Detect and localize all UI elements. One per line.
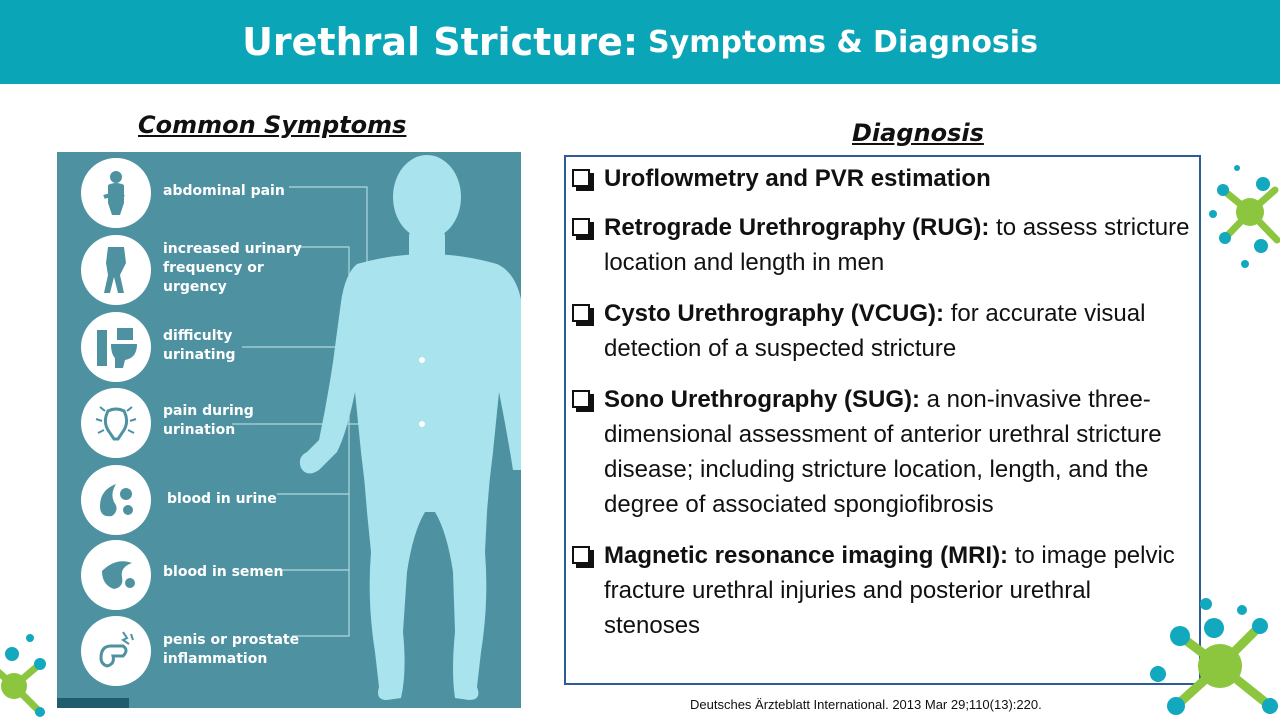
diagnosis-item-rug: Retrograde Urethrography (RUG): to asses… xyxy=(572,210,1191,280)
symptom-label: pain during urination xyxy=(163,403,254,438)
symptom-label: penis or prostate inflammation xyxy=(163,632,300,667)
symptom-item: abdominal pain xyxy=(81,158,501,228)
symptoms-infographic: abdominal pain increased urinary frequen… xyxy=(57,152,521,708)
urinary-urgency-icon xyxy=(81,235,151,305)
title-bar: Urethral Stricture: Symptoms & Diagnosis xyxy=(0,0,1280,84)
citation: Deutsches Ärzteblatt International. 2013… xyxy=(690,697,1042,712)
symptom-item: increased urinary frequency or urgency xyxy=(81,235,501,305)
diagnosis-item-sug: Sono Urethrography (SUG): a non-invasive… xyxy=(572,382,1191,522)
symptom-label: abdominal pain xyxy=(163,183,285,199)
symptom-label: blood in urine xyxy=(167,491,277,507)
symptom-item: penis or prostate inflammation xyxy=(81,616,501,686)
abdominal-pain-icon xyxy=(81,158,151,228)
diagnosis-item-vcug: Cysto Urethrography (VCUG): for accurate… xyxy=(572,296,1191,366)
molecule-decoration-icon xyxy=(0,634,46,717)
checkbox-bullet-icon xyxy=(572,169,590,187)
diagnosis-item-mri: Magnetic resonance imaging (MRI): to ima… xyxy=(572,538,1191,643)
checkbox-bullet-icon xyxy=(572,218,590,236)
checkbox-bullet-icon xyxy=(572,390,590,408)
inflammation-icon xyxy=(81,616,151,686)
human-body-figure xyxy=(232,155,521,700)
checkbox-bullet-icon xyxy=(572,546,590,564)
molecule-decoration-icon xyxy=(1150,598,1278,715)
symptom-item: difficulty urinating xyxy=(81,312,501,382)
bladder-pain-icon xyxy=(81,388,151,458)
blood-drop-icon xyxy=(81,540,151,610)
symptom-item: blood in semen xyxy=(81,540,501,610)
symptom-label: blood in semen xyxy=(163,564,284,580)
checkbox-bullet-icon xyxy=(572,304,590,322)
symptoms-heading: Common Symptoms xyxy=(138,111,407,139)
slide-title-main: Urethral Stricture: xyxy=(242,20,639,64)
diagnosis-heading: Diagnosis xyxy=(852,119,984,147)
symptom-item: pain during urination xyxy=(81,388,501,458)
toilet-icon xyxy=(81,312,151,382)
source-watermark xyxy=(57,698,129,708)
diagnosis-box: Uroflowmetry and PVR estimation Retrogra… xyxy=(564,155,1201,685)
symptom-label: difficulty urinating xyxy=(163,328,236,363)
symptom-label: increased urinary frequency or urgency xyxy=(163,241,302,295)
symptom-item: blood in urine xyxy=(81,465,501,535)
slide-title-sub: Symptoms & Diagnosis xyxy=(648,24,1038,60)
molecule-decoration-icon xyxy=(1209,165,1280,268)
blood-drop-icon xyxy=(81,465,151,535)
diagnosis-item-uroflowmetry: Uroflowmetry and PVR estimation xyxy=(572,161,1191,196)
